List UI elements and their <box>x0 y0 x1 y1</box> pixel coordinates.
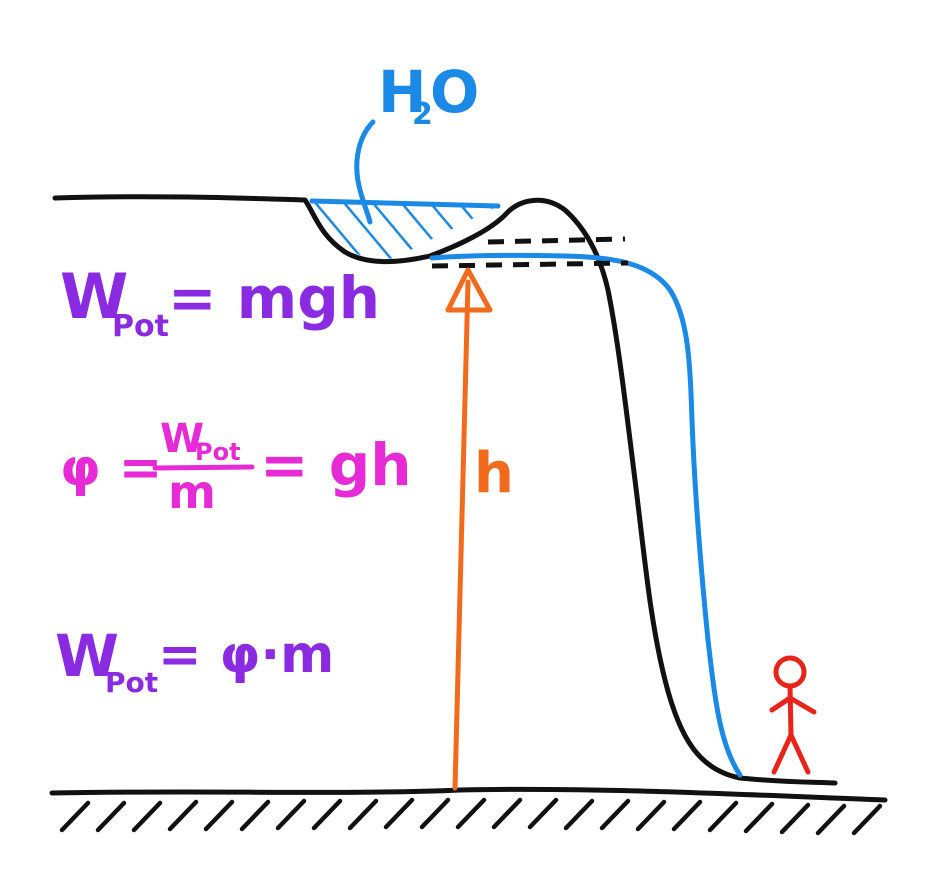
formula2-lhs: φ = <box>60 438 162 498</box>
water-leader-line <box>354 119 376 225</box>
person-head <box>773 655 807 689</box>
formula3-base: W <box>55 622 119 690</box>
formula2-numerator: W Pot <box>160 416 241 466</box>
water-label-tail: O <box>430 58 479 126</box>
height-arrow <box>445 267 493 791</box>
person-arm-left <box>769 695 793 713</box>
person-body <box>787 683 794 738</box>
height-arrow-shaft <box>452 279 471 791</box>
reference-levels <box>431 236 629 269</box>
formula-potential: φ = W Pot m = gh <box>60 416 412 519</box>
water-label: H 2 O <box>378 58 479 132</box>
formula3-sub: Pot <box>105 666 158 699</box>
person-leg-left <box>771 732 794 775</box>
water-basin-fill <box>312 202 498 259</box>
formula3-rest: = φ·m <box>158 625 334 685</box>
formula2-denominator: m <box>168 465 216 519</box>
water-stream <box>429 252 743 778</box>
formula2-fraction-bar <box>152 464 255 471</box>
lower-level-dashed <box>431 260 629 269</box>
ground-line <box>49 786 888 803</box>
ground-hatching <box>59 797 883 836</box>
upper-level-dashed <box>487 236 626 245</box>
water-label-sub: 2 <box>412 97 433 132</box>
formula-energy-from-potential: W Pot = φ·m <box>55 622 334 699</box>
stick-figure-icon <box>769 655 817 775</box>
formula2-rhs: = gh <box>260 431 412 499</box>
person-leg-right <box>788 732 811 775</box>
height-label: h <box>474 441 514 506</box>
formula1-sub: Pot <box>112 309 169 344</box>
water-label-main: H <box>378 58 427 126</box>
water-surface <box>309 198 501 209</box>
formula2-num-sub: Pot <box>195 438 241 466</box>
formula-potential-energy: W Pot = mgh <box>60 260 380 344</box>
formula1-rest: = mgh <box>168 264 380 332</box>
ground <box>49 786 888 836</box>
height-arrow-head <box>445 267 493 313</box>
formula1-base: W <box>60 260 128 333</box>
terrain-outline <box>52 194 838 786</box>
formula2-num-base: W <box>160 416 204 462</box>
person-arm-right <box>787 695 817 715</box>
